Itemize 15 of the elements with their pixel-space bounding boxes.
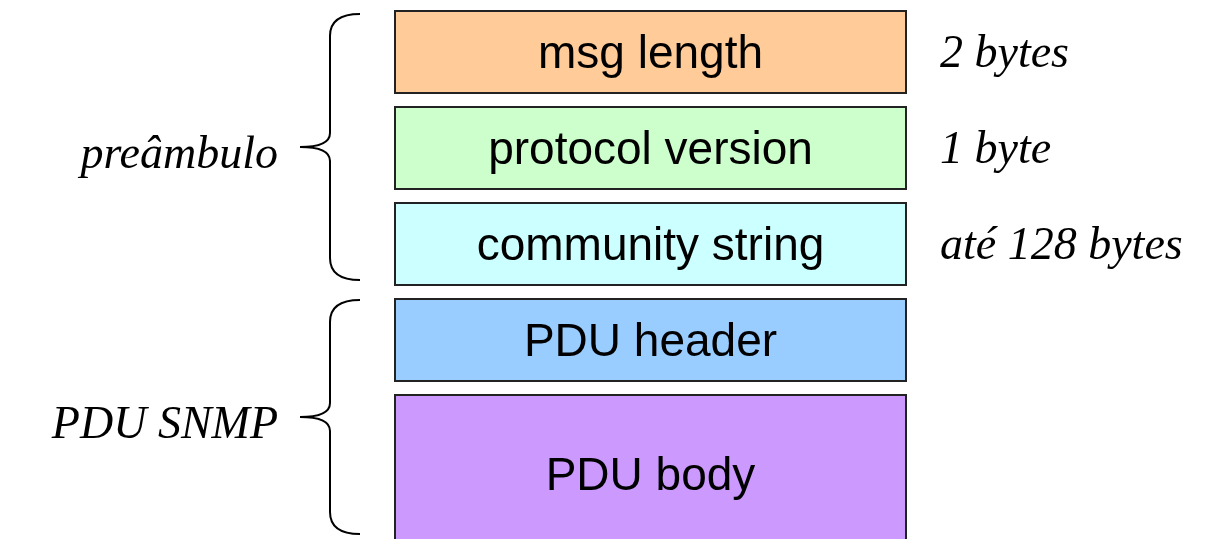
- field-box: [394, 10, 907, 94]
- field-name: PDU header: [523, 313, 778, 367]
- field-name: community string: [476, 217, 825, 271]
- field-name: protocol version: [488, 121, 813, 175]
- field-box: [394, 202, 907, 286]
- field-size: até 128 bytes: [940, 217, 1183, 271]
- field-size: 2 bytes: [940, 25, 1069, 79]
- field-size: 1 byte: [940, 121, 1052, 175]
- field-box: [394, 394, 907, 539]
- section-label: PDU SNMP: [51, 396, 278, 450]
- section-label: preâmbulo: [80, 126, 278, 180]
- field-box: [394, 106, 907, 190]
- field-box: [394, 298, 907, 382]
- field-name: PDU body: [545, 447, 756, 501]
- field-name: msg length: [538, 25, 763, 79]
